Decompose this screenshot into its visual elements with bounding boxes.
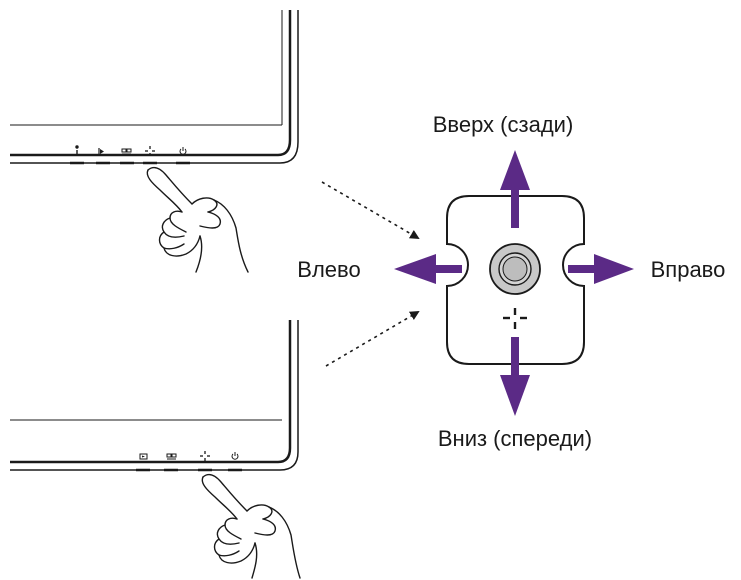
direction-arrows [394, 150, 634, 416]
power-icon [179, 147, 187, 155]
input-icon [98, 148, 104, 155]
top-monitor-button-icons [75, 145, 187, 156]
top-monitor [10, 10, 299, 164]
arrow-right-icon [568, 254, 634, 284]
joystick-panel [446, 195, 585, 365]
arrow-down-icon [500, 337, 530, 416]
mode-icon [121, 148, 132, 155]
joystick-icon [200, 451, 210, 461]
input-icon [139, 453, 148, 460]
top-hand-illustration [146, 166, 249, 273]
joystick-icon [145, 146, 155, 156]
label-left: Влево [297, 257, 360, 282]
arrow-up-icon [500, 150, 530, 228]
bottom-pointer-arrow [325, 311, 420, 367]
bottom-monitor-button-icons [139, 451, 239, 461]
bottom-monitor [10, 320, 299, 471]
label-down: Вниз (спереди) [438, 426, 592, 451]
top-pointer-arrow [321, 181, 420, 239]
mode-icon [166, 453, 177, 460]
joystick-symbol-icon [503, 308, 527, 329]
joystick-knob[interactable] [489, 243, 541, 295]
power-icon [231, 452, 239, 460]
label-up: Вверх (сзади) [433, 112, 574, 137]
arrow-left-icon [394, 254, 462, 284]
info-icon [75, 145, 79, 156]
bottom-hand-illustration [201, 473, 301, 579]
pointer-arrows [321, 181, 420, 367]
label-right: Вправо [651, 257, 726, 282]
